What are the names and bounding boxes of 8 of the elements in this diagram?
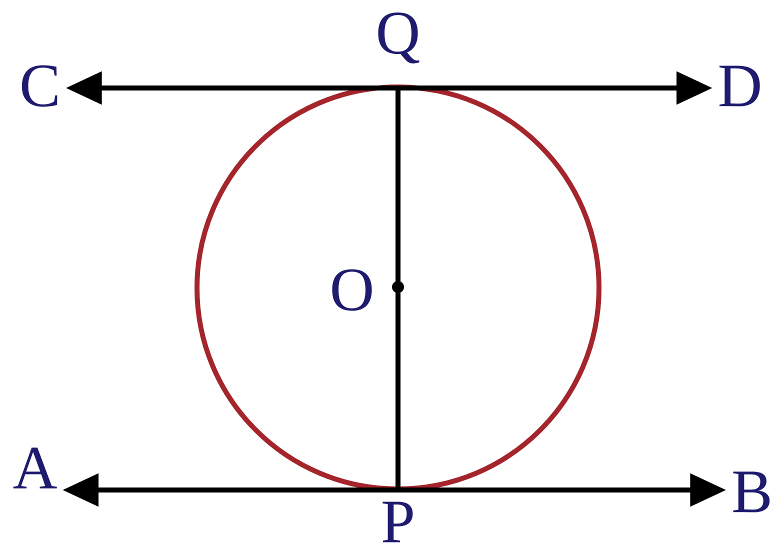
point-label: D bbox=[719, 66, 760, 106]
point-label: A bbox=[13, 448, 57, 488]
point-label: B bbox=[733, 472, 770, 512]
diameter-line bbox=[396, 88, 400, 490]
point-label: Q bbox=[378, 12, 420, 64]
point-label: O bbox=[332, 269, 372, 311]
point-label: P bbox=[382, 502, 413, 542]
point-label: C bbox=[22, 65, 58, 107]
